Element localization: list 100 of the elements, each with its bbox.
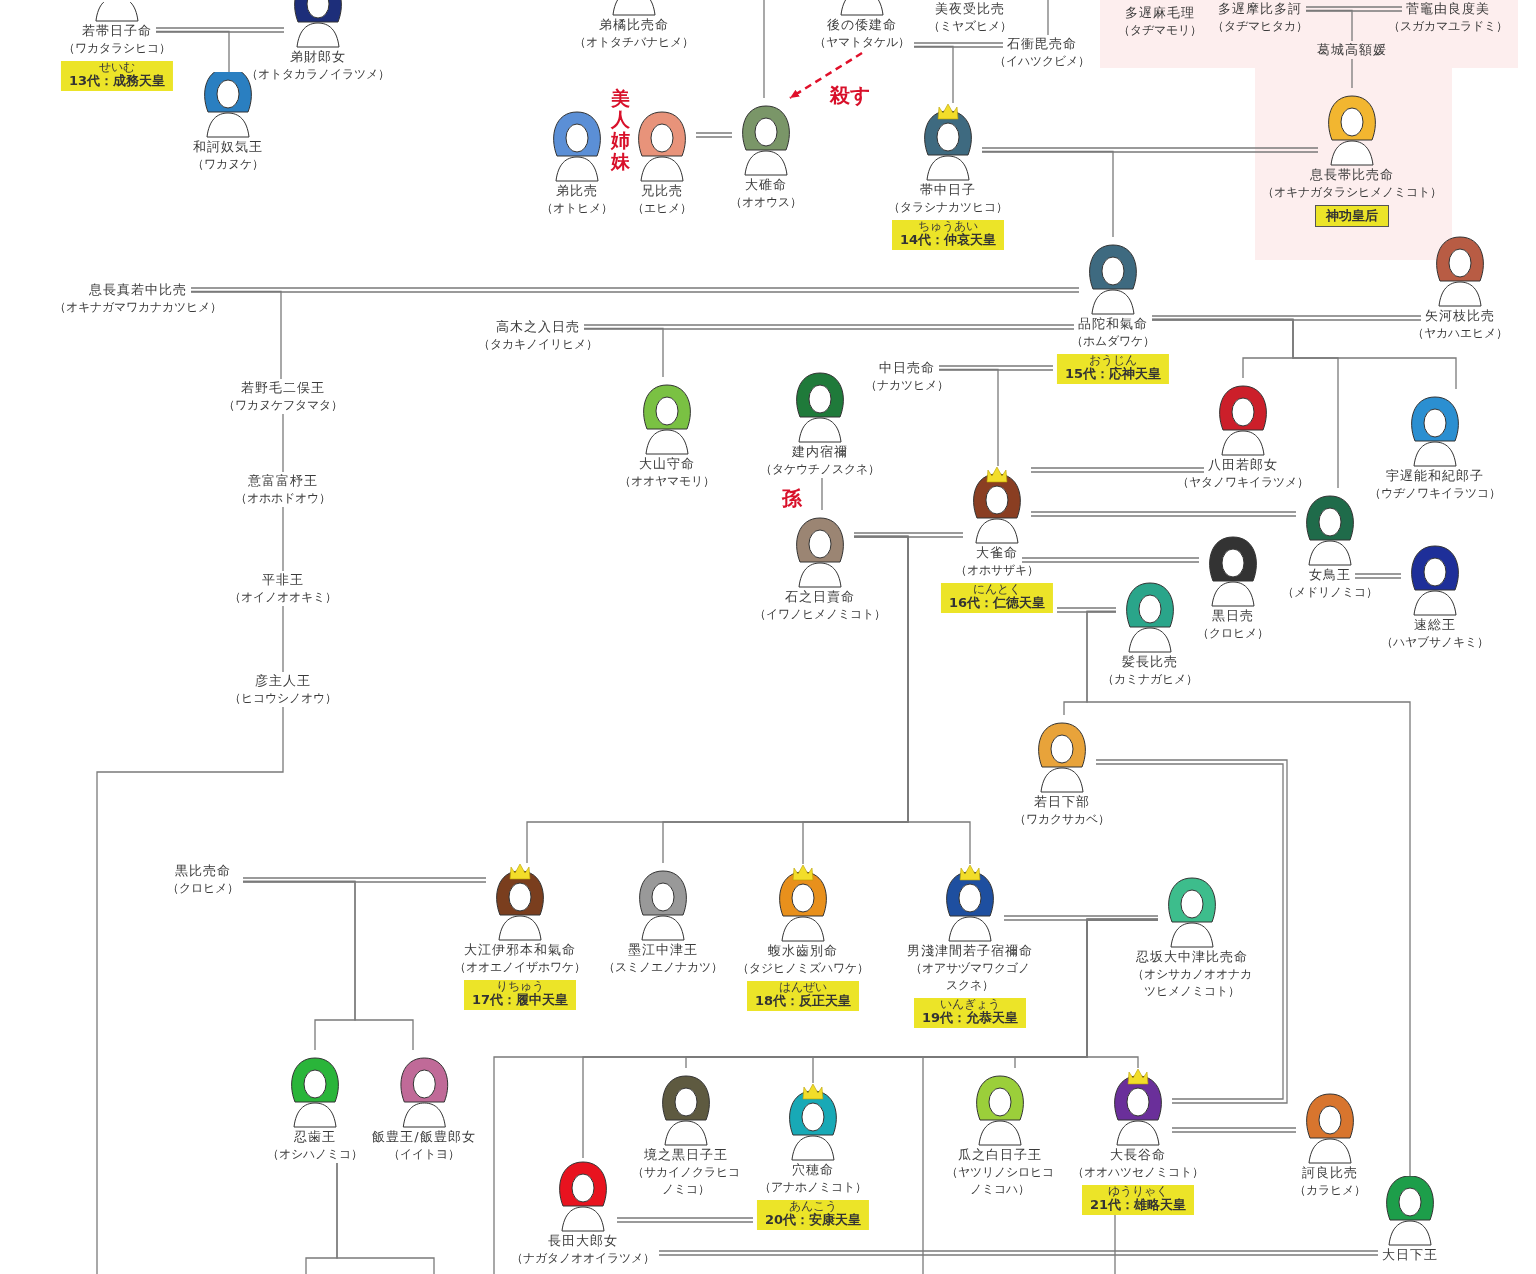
person-name: 忍坂大中津比売命 (1136, 948, 1248, 966)
ruby-text: ゆうりゃく (1108, 1185, 1168, 1197)
person-name: 中日売命 (879, 359, 935, 377)
person-name: 多遅麻毛理 (1125, 4, 1195, 22)
edge-label: 殺す (828, 84, 872, 106)
name-reading: （タヂマモリ） (1118, 22, 1202, 39)
marriage-line (913, 42, 1004, 48)
name-reading: （オホホドオウ） (235, 490, 331, 507)
title-text: 21代：雄略天皇 (1089, 1197, 1187, 1213)
person-name: 石衝毘売命 (1007, 35, 1077, 53)
person-name: 兄比売 (641, 182, 683, 200)
person-name: 多遅摩比多訶 (1218, 0, 1302, 18)
descent-line (1047, 0, 1049, 36)
title-text: 16代：仁徳天皇 (948, 595, 1046, 611)
descent-line (938, 368, 999, 467)
name-reading: （スガカマユラドミ） (1388, 18, 1508, 35)
marriage-line (1030, 467, 1205, 473)
edge-label: 孫 (780, 487, 804, 509)
person-name: 若帯日子命 (82, 22, 152, 40)
person-name: 息長帯比売命 (1310, 166, 1394, 184)
name-reading: （タヂマヒタカ） (1212, 18, 1308, 35)
name-reading: （イワノヒメノミコト） (754, 606, 886, 623)
descent-line (1114, 1214, 1116, 1274)
marriage-line (695, 132, 733, 138)
title-text: 19代：允恭天皇 (921, 1010, 1019, 1026)
name-reading: （カラヒメ） (1294, 1182, 1366, 1199)
person-name: 蝮水齒別命 (768, 942, 838, 960)
person-name: 飯豊王/飯豊郎女 (372, 1128, 476, 1146)
name-reading: （オトタカラノイラツメ） (246, 66, 390, 83)
name-reading: （アナホノミコト） (759, 1179, 867, 1196)
ruby-text: おうじん (1089, 354, 1137, 366)
marriage-line (1171, 1127, 1297, 1133)
person-name: 大長谷命 (1110, 1146, 1166, 1164)
marriage-line (242, 877, 487, 883)
name-reading: （オキナガマワカナカツヒメ） (54, 299, 222, 316)
person-name: 意富富杼王 (248, 472, 318, 490)
marriage-line (1354, 573, 1402, 579)
ruby-text: あんこう (789, 1200, 837, 1212)
ruby-text: りちゅう (496, 980, 544, 992)
ruby-text: はんぜい (779, 981, 827, 993)
name-reading: （ヤタノワキイラツメ） (1177, 474, 1309, 491)
name-reading: （オシハノミコ） (267, 1146, 363, 1163)
person-name: 建内宿禰 (792, 443, 848, 461)
name-reading: （ミヤズヒメ） (928, 18, 1012, 35)
person-name: 訶良比売 (1302, 1164, 1358, 1182)
person-name: 八田若郎女 (1208, 456, 1278, 474)
marriage-line (853, 532, 964, 538)
person-name: 大雀命 (976, 544, 1018, 562)
title-text: 神功皇后 (1326, 208, 1378, 224)
name-reading: （クロヒメ） (167, 880, 239, 897)
descent-line (1086, 610, 1411, 1177)
person-name: 後の倭建命 (827, 16, 897, 34)
person-name: 瓜之白日子王 (958, 1146, 1042, 1164)
name-reading: （クロヒメ） (1197, 625, 1269, 642)
name-reading: （オトタチバナヒメ） (574, 34, 694, 51)
name-reading: （メドリノミコ） (1282, 584, 1378, 601)
name-reading: （タカキノイリヒメ） (478, 336, 598, 353)
descent-line (155, 30, 230, 73)
person-name: 高木之入日売 (496, 318, 580, 336)
person-name: 息長真若中比売 (89, 281, 187, 299)
name-reading: （カミナガヒメ） (1102, 671, 1198, 688)
name-reading: （オアサヅマワクゴノスクネ） (910, 960, 1030, 994)
person-name: 彦主人王 (255, 672, 311, 690)
name-reading: （オシサカノオオナカツヒメノミコト） (1131, 966, 1253, 1000)
ruby-text: せいむ (99, 61, 135, 73)
person-name: 大江伊邪本和氣命 (464, 941, 576, 959)
name-reading: （ヤツリノシロヒコノミコハ） (945, 1164, 1055, 1198)
name-reading: （オオエノイザホワケ） (454, 959, 586, 976)
name-reading: （タケウチノスクネ） (760, 461, 880, 478)
marriage-line (583, 324, 1075, 330)
marriage-line (938, 365, 1054, 371)
name-reading: （ワカタラシヒコ） (63, 40, 171, 57)
descent-line (242, 880, 414, 1051)
marriage-line (658, 1250, 1379, 1256)
marriage-line (190, 287, 1080, 293)
name-reading: （オトヒメ） (541, 200, 613, 217)
descent-line (282, 413, 284, 473)
descent-line (1305, 9, 1353, 42)
person-name: 忍歯王 (294, 1128, 336, 1146)
descent-line (922, 918, 1159, 1274)
name-reading: （オオウス） (730, 194, 802, 211)
descent-line (190, 290, 282, 380)
title-text: 17代：履中天皇 (471, 992, 569, 1008)
person-name: 大日下王 (1382, 1246, 1438, 1264)
person-name: 髪長比売 (1122, 653, 1178, 671)
person-name: 平非王 (262, 571, 304, 589)
name-reading: （ホムダワケ） (1071, 333, 1155, 350)
title-text: 14代：仲哀天皇 (899, 232, 997, 248)
person-name: 大碓命 (745, 176, 787, 194)
marriage-line (1030, 511, 1297, 517)
marriage-line (1305, 6, 1403, 12)
person-name: 和訶奴気王 (193, 138, 263, 156)
marriage-line (1151, 315, 1422, 321)
person-name: 弟財郎女 (290, 48, 346, 66)
person-name: 宇遅能和紀郎子 (1386, 467, 1484, 485)
person-name: 葛城高額媛 (1317, 41, 1387, 59)
person-name: 黒日売 (1212, 607, 1254, 625)
person-name: 若野毛二俣王 (241, 379, 325, 397)
person-name: 穴穂命 (792, 1161, 834, 1179)
name-reading: （ヤマトタケル） (814, 34, 910, 51)
